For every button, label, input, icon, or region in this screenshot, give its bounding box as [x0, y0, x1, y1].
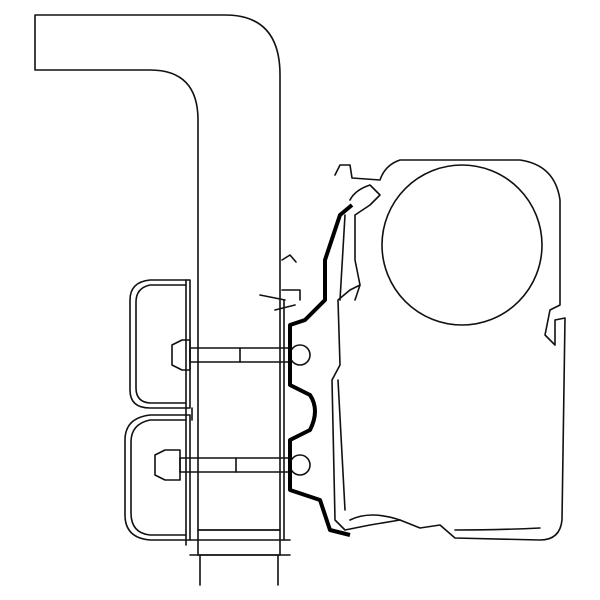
vehicle-wall [34, 14, 291, 586]
bolts [154, 339, 311, 481]
mounting-plates [124, 279, 193, 546]
wall-rail [259, 254, 301, 541]
awning-cassette [331, 159, 566, 541]
adapter-rail [288, 203, 354, 537]
awning-roller [381, 164, 543, 326]
